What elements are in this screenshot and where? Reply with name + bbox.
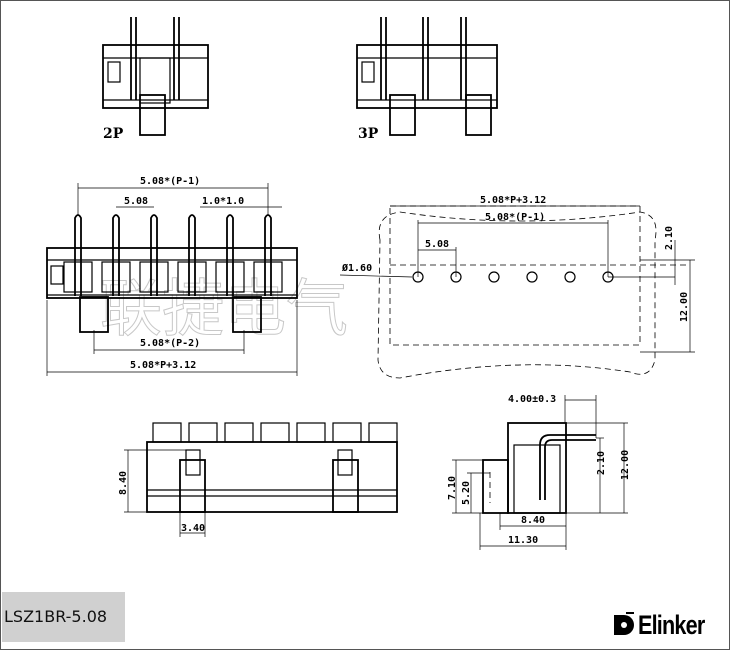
dim-pin-size: 1.0*1.0: [202, 196, 244, 207]
front-tooth: [368, 422, 398, 443]
top-view: [46, 214, 298, 333]
side-dim-body-width: 8.40: [521, 515, 545, 526]
dim-overall-length: 5.08*P+3.12: [130, 360, 196, 371]
front-tooth: [188, 422, 218, 443]
pin: [177, 214, 207, 296]
side-view: [452, 395, 628, 550]
dim-boss-span: 5.08*(P-2): [140, 338, 200, 349]
pcb-dim-pitch: 5.08: [425, 239, 449, 250]
pcb-layout: [339, 205, 695, 379]
dim-pitch-total: 5.08*(P-1): [140, 176, 200, 187]
front-tooth: [260, 422, 290, 443]
side-dim-boss-height: 5.20: [461, 481, 472, 505]
brand-name: Elinker: [638, 609, 705, 640]
side-dim-overall-depth: 12.00: [620, 450, 631, 480]
pcb-dim-overall: 5.08*P+3.12: [480, 195, 546, 206]
connector-2p-view: [102, 17, 209, 136]
pcb-dim-edge: 2.10: [664, 226, 675, 250]
part-number-label: LSZ1BR-5.08: [2, 592, 125, 642]
side-dim-pin-height: 2.10: [596, 451, 607, 475]
side-dim-step-height: 7.10: [447, 476, 458, 500]
front-tooth: [296, 422, 326, 443]
front-tooth: [152, 422, 182, 443]
side-dim-pin-extension: 4.00±0.3: [508, 394, 556, 405]
front-tooth: [332, 422, 362, 443]
side-dim-overall-width: 11.30: [508, 535, 538, 546]
elinker-logo-icon: [614, 612, 634, 635]
pcb-dim-pitch-total: 5.08*(P-1): [485, 212, 545, 223]
pcb-hole: [488, 271, 500, 283]
front-dim-height: 8.40: [118, 471, 129, 495]
pin: [101, 214, 131, 296]
pin: [139, 214, 169, 296]
pin: [215, 214, 245, 296]
connector-3p-view: [356, 17, 498, 136]
front-tooth: [224, 422, 254, 443]
pcb-hole: [564, 271, 576, 283]
brand-logo: Elinker: [612, 608, 721, 642]
watermark: 联捷电气: [100, 272, 348, 345]
label-3p: 3P: [358, 126, 379, 142]
pcb-dim-depth: 12.00: [679, 292, 690, 322]
dim-pitch: 5.08: [124, 196, 148, 207]
label-2p: 2P: [103, 126, 124, 142]
front-view: [124, 422, 398, 537]
front-dim-boss-width: 3.40: [181, 523, 205, 534]
pcb-hole: [526, 271, 538, 283]
pcb-dim-hole: Ø1.60: [341, 262, 372, 274]
